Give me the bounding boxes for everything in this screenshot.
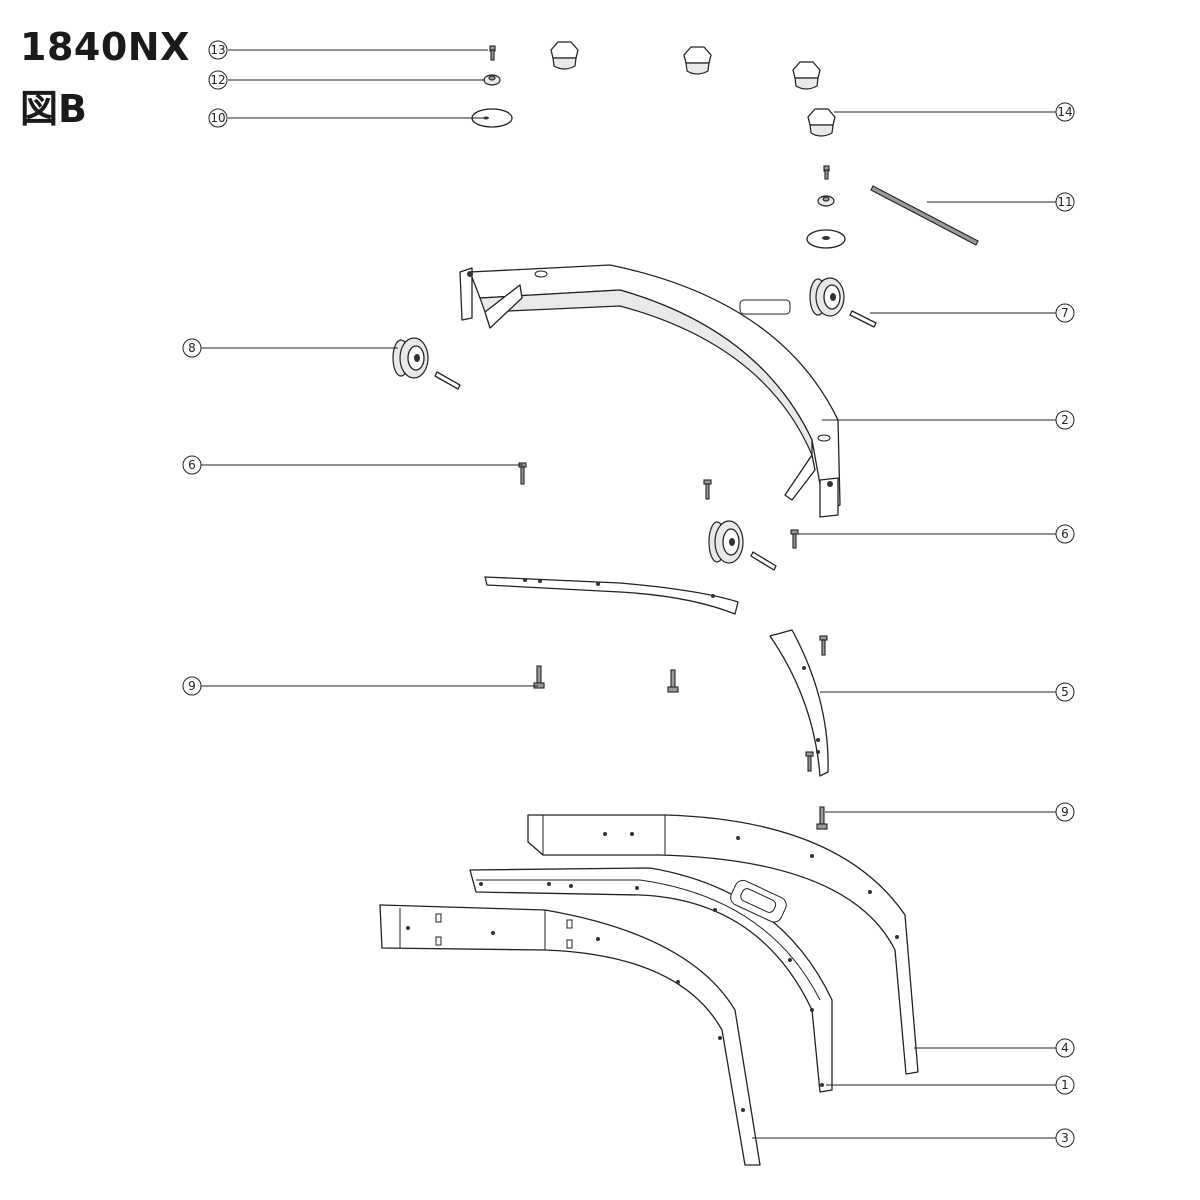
callout-10: 10 bbox=[208, 108, 228, 128]
callout-3: 3 bbox=[1055, 1128, 1075, 1148]
cap-3 bbox=[792, 61, 821, 90]
callout-11-label: 11 bbox=[1057, 195, 1072, 209]
callout-8-label: 8 bbox=[188, 341, 196, 355]
callout-8: 8 bbox=[182, 338, 202, 358]
part-12-washer bbox=[483, 74, 501, 86]
callout-7: 7 bbox=[1055, 303, 1075, 323]
callout-5: 5 bbox=[1055, 682, 1075, 702]
callout-11: 11 bbox=[1055, 192, 1075, 212]
part-14-cap bbox=[807, 108, 836, 137]
leader-lines bbox=[201, 49, 1056, 1139]
callout-7-label: 7 bbox=[1061, 306, 1069, 320]
callout-4: 4 bbox=[1055, 1038, 1075, 1058]
callout-14-label: 14 bbox=[1057, 105, 1072, 119]
callout-10-label: 10 bbox=[210, 111, 225, 125]
callout-2: 2 bbox=[1055, 410, 1075, 430]
part-7-wheel bbox=[809, 277, 845, 317]
callout-9-right: 9 bbox=[1055, 802, 1075, 822]
callout-6-left: 6 bbox=[182, 455, 202, 475]
callout-12-label: 12 bbox=[210, 73, 225, 87]
axle-middle bbox=[750, 551, 777, 571]
screw-right bbox=[823, 165, 830, 180]
part-8-axle bbox=[434, 371, 461, 390]
model-number: 1840NX bbox=[20, 25, 190, 69]
callout-4-label: 4 bbox=[1061, 1041, 1069, 1055]
callout-3-label: 3 bbox=[1061, 1131, 1069, 1145]
thin-curved-plate bbox=[484, 576, 739, 615]
callout-1-label: 1 bbox=[1061, 1078, 1069, 1092]
callout-6-right-label: 6 bbox=[1061, 527, 1069, 541]
callout-9-left-label: 9 bbox=[188, 679, 196, 693]
bracket-screw-top bbox=[819, 635, 828, 656]
figure-label: 図B bbox=[20, 87, 87, 131]
callout-12: 12 bbox=[208, 70, 228, 90]
callout-6-left-label: 6 bbox=[188, 458, 196, 472]
callout-6-right: 6 bbox=[1055, 524, 1075, 544]
part-9-bolt-a bbox=[533, 665, 545, 689]
part-13-screw bbox=[489, 45, 496, 61]
callout-13: 13 bbox=[208, 40, 228, 60]
part-6-screw-b bbox=[790, 529, 799, 549]
part-2-frame bbox=[459, 264, 841, 518]
part-8-wheel bbox=[392, 337, 429, 379]
callout-5-label: 5 bbox=[1061, 685, 1069, 699]
cap-2 bbox=[683, 46, 712, 75]
wheel-middle bbox=[708, 520, 744, 564]
callout-14: 14 bbox=[1055, 102, 1075, 122]
part-5-bracket bbox=[769, 629, 829, 777]
part-11-rod bbox=[870, 185, 979, 246]
part-4-blade bbox=[527, 814, 919, 1075]
part-9-bolt-b bbox=[816, 806, 828, 830]
washer-small-right bbox=[817, 195, 835, 207]
callout-1: 1 bbox=[1055, 1075, 1075, 1095]
bracket-screw-bottom bbox=[805, 751, 814, 772]
washer-large-right bbox=[806, 229, 846, 249]
part-3-blade bbox=[379, 904, 761, 1166]
part-7-axle bbox=[849, 310, 877, 328]
part-6-screw-a bbox=[518, 462, 527, 485]
callout-2-label: 2 bbox=[1061, 413, 1069, 427]
cap-1 bbox=[550, 41, 579, 70]
part-9-bolt-mid bbox=[667, 669, 679, 693]
callout-9-right-label: 9 bbox=[1061, 805, 1069, 819]
callout-13-label: 13 bbox=[210, 43, 225, 57]
part-6-screw-mid bbox=[703, 479, 712, 500]
part-1-frame bbox=[469, 867, 833, 1093]
callout-9-left: 9 bbox=[182, 676, 202, 696]
